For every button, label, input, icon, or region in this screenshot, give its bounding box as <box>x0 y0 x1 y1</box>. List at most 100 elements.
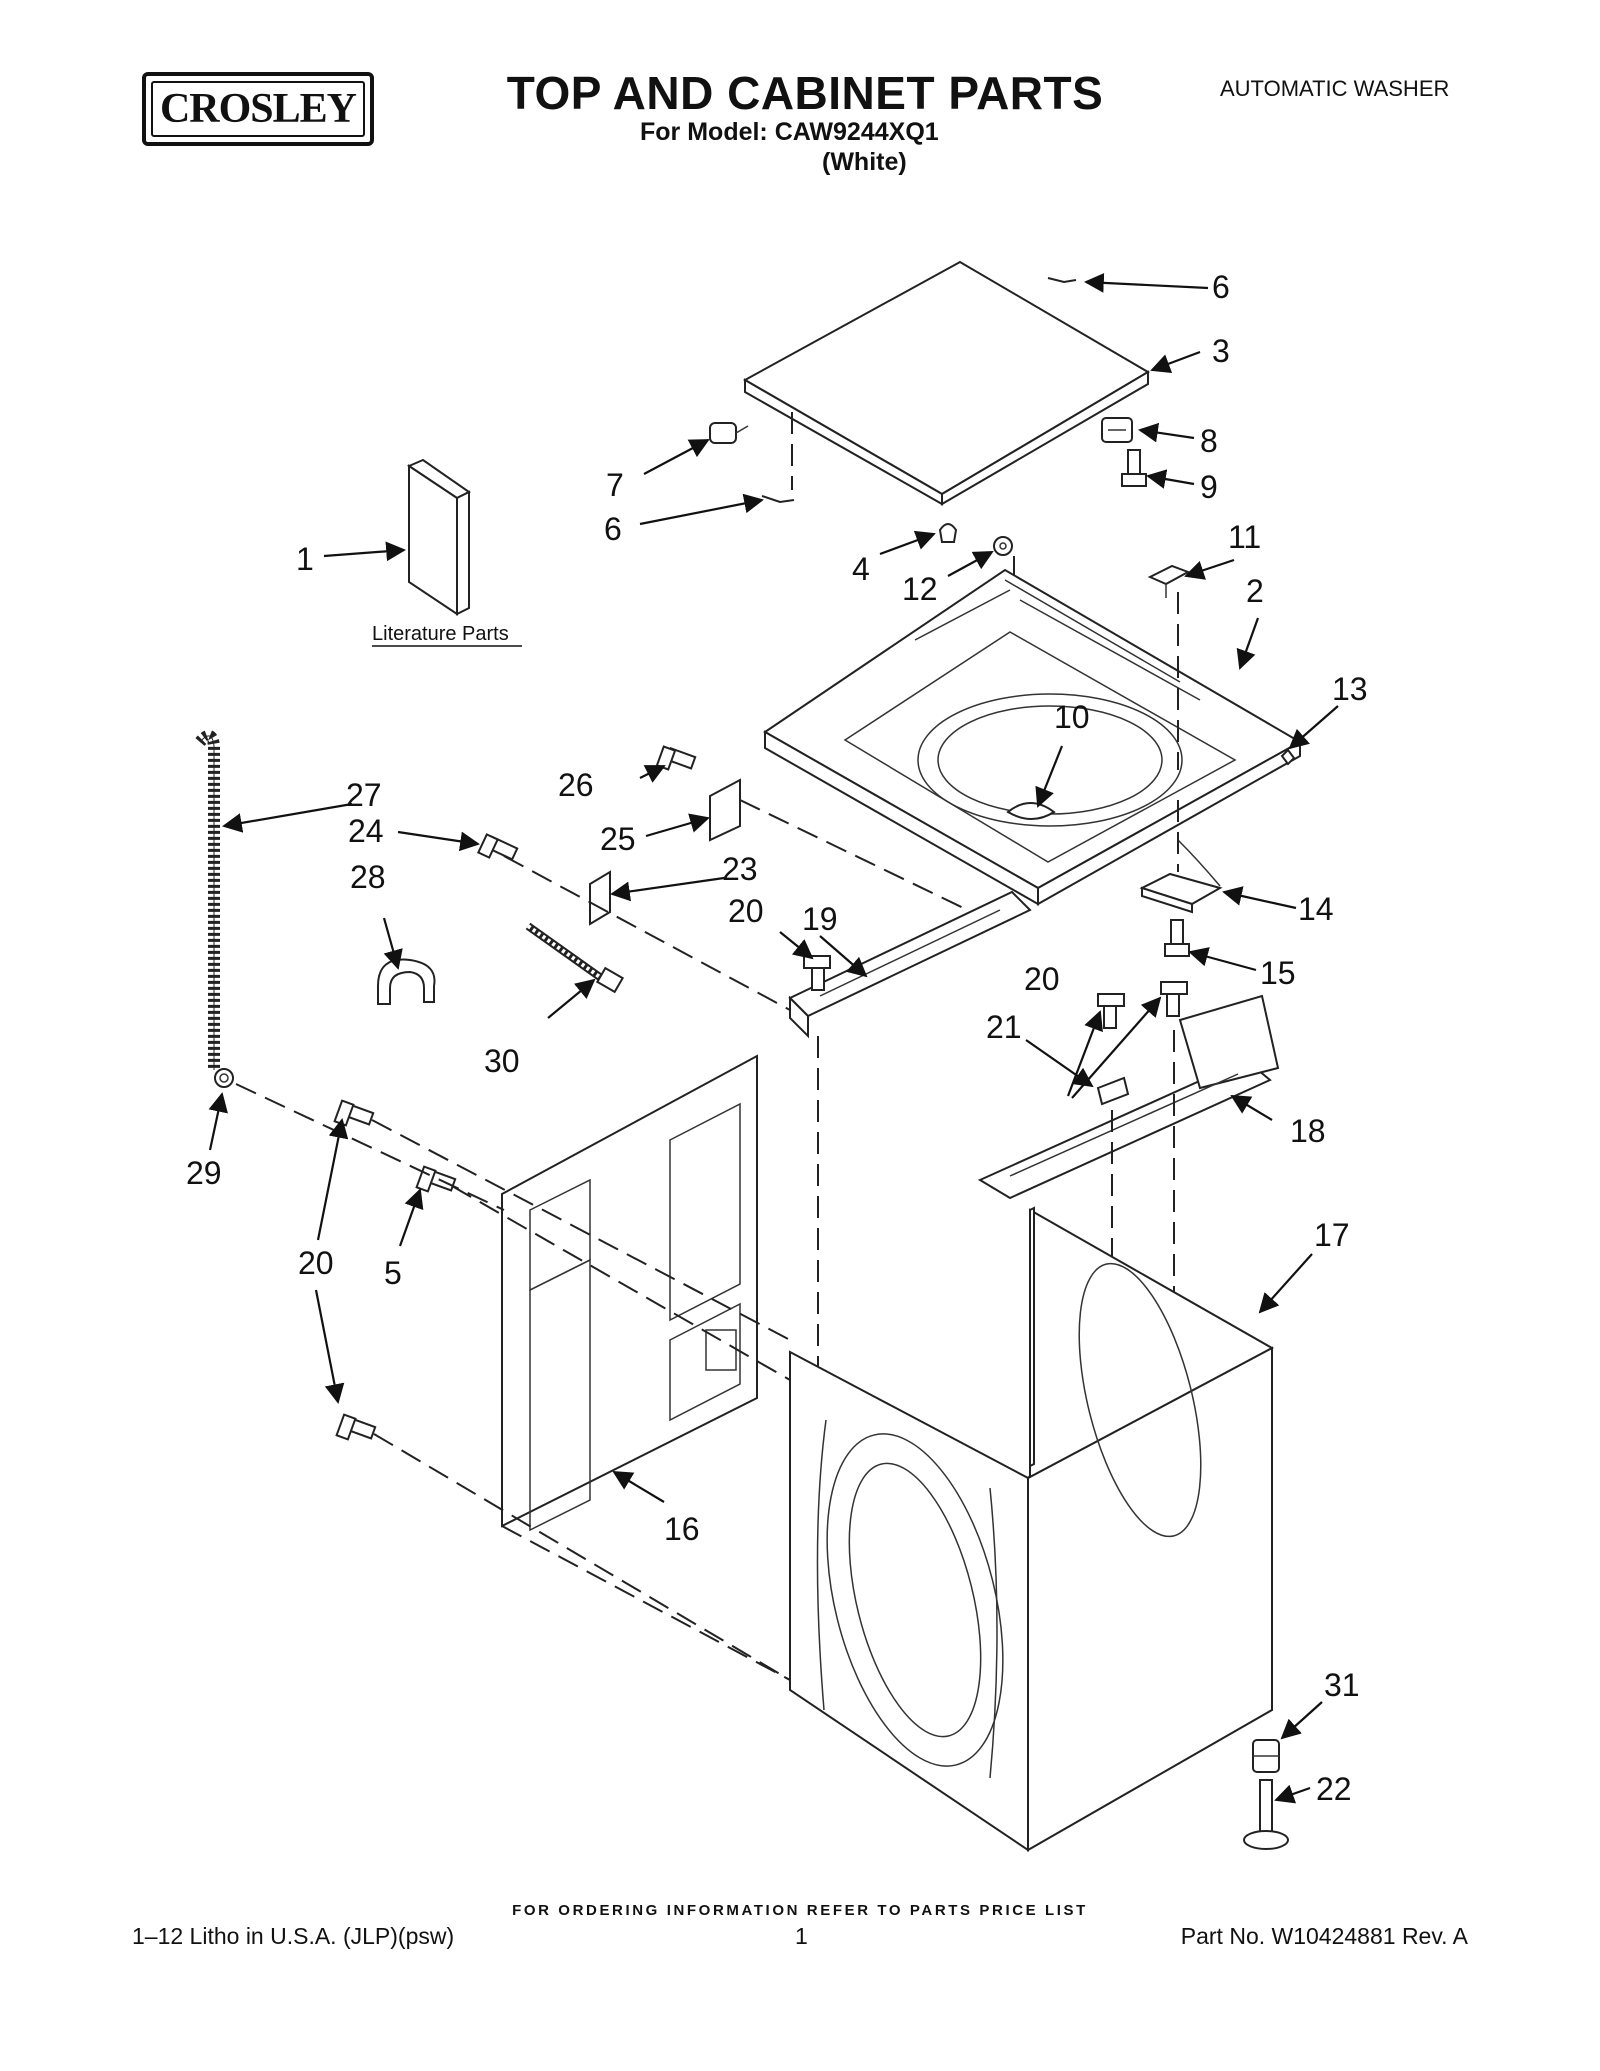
cable-tie <box>525 922 625 994</box>
actuator-screw <box>1121 449 1147 487</box>
brand-logo: CROSLEY <box>142 72 374 146</box>
arrow-8 <box>1138 422 1195 443</box>
arrow-21 <box>1025 1039 1094 1088</box>
guide-line-20b <box>373 1433 791 1681</box>
callout-22: 22 <box>1316 1771 1352 1807</box>
screw-20-left-b <box>335 1413 377 1441</box>
lid-hinge <box>709 422 749 444</box>
callout-18: 18 <box>1290 1113 1326 1149</box>
leveling-nut <box>1252 1739 1280 1773</box>
lid-bumper <box>938 523 958 543</box>
callout-9: 9 <box>1200 469 1218 505</box>
guide-line-5 <box>451 1185 791 1381</box>
callout-19: 19 <box>802 901 838 937</box>
panel-clip <box>1280 748 1296 766</box>
callout-20-left: 20 <box>298 1245 334 1281</box>
literature-parts-booklet <box>406 458 471 616</box>
callout-29: 29 <box>186 1155 222 1191</box>
callout-4: 4 <box>852 551 870 587</box>
screw-5 <box>415 1165 457 1193</box>
arrow-18 <box>1230 1094 1273 1121</box>
lid-switch-cover <box>1147 564 1191 598</box>
callout-3: 3 <box>1212 333 1230 369</box>
arrow-12 <box>947 551 994 577</box>
arrow-7 <box>643 439 710 475</box>
guide-line-hose-clamp <box>235 1083 505 1211</box>
arrow-9 <box>1146 469 1195 489</box>
callout-6a: 6 <box>1212 269 1230 305</box>
arrow-2 <box>1236 617 1260 670</box>
page-title: TOP AND CABINET PARTS <box>506 67 1104 119</box>
arrow-4 <box>879 530 936 556</box>
model-color: (White) <box>822 148 907 176</box>
top-panel <box>763 568 1303 906</box>
drain-hose-outline <box>199 735 215 1070</box>
appliance-category: AUTOMATIC WASHER <box>1220 76 1450 101</box>
callout-21: 21 <box>986 1009 1022 1045</box>
callout-12: 12 <box>902 571 938 607</box>
arrow-14 <box>1222 886 1297 910</box>
drain-hose <box>195 730 220 1070</box>
arrow-1 <box>323 541 406 562</box>
arrow-24 <box>397 830 480 852</box>
cabinet <box>789 1206 1275 1852</box>
callout-25: 25 <box>600 821 636 857</box>
arrow-25 <box>645 813 710 838</box>
lid <box>742 260 1150 506</box>
model-number: For Model: CAW9244XQ1 <box>640 118 939 146</box>
grommet <box>993 536 1013 556</box>
bracket-25 <box>709 778 741 842</box>
callout-26: 26 <box>558 767 594 803</box>
page-number: 1 <box>795 1923 808 1949</box>
arrow-23 <box>610 876 725 902</box>
part-number: Part No. W10424881 Rev. A <box>1180 1923 1468 1949</box>
grommet-hole <box>999 542 1007 550</box>
screw-26 <box>655 745 697 771</box>
arrow-15 <box>1188 947 1257 972</box>
callout-31: 31 <box>1324 1667 1360 1703</box>
lid-lock <box>1139 839 1223 914</box>
arrow-13 <box>1288 705 1339 750</box>
arrow-29 <box>208 1092 228 1151</box>
screw-20-right-b <box>1160 981 1188 1017</box>
hose-clamp <box>214 1068 234 1088</box>
callout-23: 23 <box>722 851 758 887</box>
arrow-16 <box>612 1470 665 1503</box>
arrow-6a <box>1084 272 1209 293</box>
arrow-31 <box>1280 1701 1323 1740</box>
arrow-3 <box>1150 350 1201 374</box>
callout-20-right: 20 <box>1024 961 1060 997</box>
guide-line-rear-panel <box>501 1525 791 1681</box>
callout-11: 11 <box>1228 519 1261 555</box>
callout-16: 16 <box>664 1511 700 1547</box>
callout-14: 14 <box>1298 891 1334 927</box>
arrow-10 <box>1035 745 1064 808</box>
arrow-28 <box>382 917 403 970</box>
brand-logo-text: CROSLEY <box>159 86 357 132</box>
arrow-20-left-b <box>314 1289 345 1404</box>
callout-20-top: 20 <box>728 893 764 929</box>
screw-20-left-a <box>333 1099 375 1127</box>
callout-30: 30 <box>484 1043 520 1079</box>
callout-27: 27 <box>346 777 382 813</box>
callout-5: 5 <box>384 1255 402 1291</box>
leveling-leg <box>1243 1779 1289 1850</box>
front-brace <box>977 994 1280 1200</box>
arrow-27 <box>222 802 353 833</box>
arrow-19 <box>819 935 868 978</box>
hose-form <box>377 958 436 1005</box>
hinge-pin-bottom <box>761 495 795 504</box>
hinge-pin-top <box>1047 277 1077 284</box>
arrow-5 <box>398 1188 424 1247</box>
bracket-23 <box>589 870 611 926</box>
ordering-note: FOR ORDERING INFORMATION REFER TO PARTS … <box>512 1902 1088 1919</box>
callout-13: 13 <box>1332 671 1368 707</box>
lid-lock-screw <box>1164 919 1190 957</box>
screw-24 <box>477 833 519 861</box>
guide-line-24 <box>503 855 791 1011</box>
callout-10: 10 <box>1054 699 1090 735</box>
callout-28: 28 <box>350 859 386 895</box>
arrow-26 <box>639 765 666 783</box>
arrow-30 <box>547 978 596 1019</box>
